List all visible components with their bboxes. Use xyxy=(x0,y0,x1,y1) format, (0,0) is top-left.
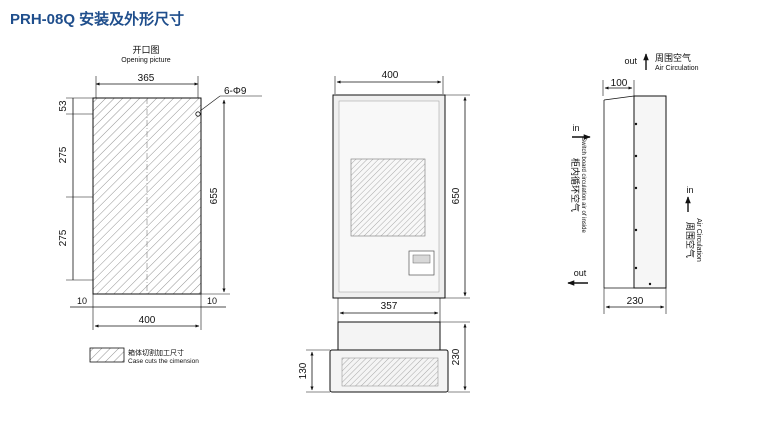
opening-cutout-area xyxy=(92,97,202,295)
opening-left-dim-3: 275 xyxy=(58,229,69,246)
side-inner-en: Switch board circulation air of inside xyxy=(580,137,586,233)
side-out-top-en: Air Circulation xyxy=(655,65,699,72)
side-in-right-label: in xyxy=(686,185,693,195)
legend-swatch xyxy=(89,347,125,363)
front-height-label: 650 xyxy=(451,187,462,204)
side-out-top-label: out xyxy=(624,56,637,66)
bottom-view: 230 130 xyxy=(298,321,470,393)
mounting-hole-marker xyxy=(195,111,201,117)
side-rivet-4 xyxy=(634,228,638,232)
side-cabinet-body xyxy=(633,95,667,289)
hole-leader-line xyxy=(199,95,221,112)
opening-left-dim-1: 53 xyxy=(58,100,69,112)
side-out-bottom-label: out xyxy=(574,268,587,278)
side-inner-cn: 柜内循环空气 xyxy=(570,158,581,212)
side-right-en: Air Circulation xyxy=(695,218,702,262)
legend-label-en: Case cuts the cimension xyxy=(128,358,199,365)
opening-title-cn: 开口图 xyxy=(132,45,159,55)
page-title: PRH-08Q 安装及外形尺寸 xyxy=(10,11,185,28)
legend-label-cn: 箱体切割加工尺寸 xyxy=(128,348,184,357)
side-rivet-2 xyxy=(634,154,638,158)
bottom-left-dim: 130 xyxy=(298,362,309,379)
opening-right-dim: 655 xyxy=(209,187,220,204)
side-right-cn: 周围空气 xyxy=(685,222,696,258)
opening-left-dim-2: 275 xyxy=(58,146,69,163)
opening-bottom-width: 400 xyxy=(139,315,156,326)
hole-label: 6-Φ9 xyxy=(224,86,247,97)
side-bottom-dim: 230 xyxy=(627,296,644,307)
side-top-edge xyxy=(603,95,635,101)
legend: 箱体切割加工尺寸 Case cuts the cimension xyxy=(89,347,199,365)
side-view: out 周围空气 Air Circulation 100 in 柜 xyxy=(567,52,702,314)
side-in-left-label: in xyxy=(572,123,579,133)
opening-view: 开口图 Opening picture 365 6-Φ9 53 275 275 xyxy=(58,45,262,330)
side-top-dim: 100 xyxy=(611,78,628,89)
bottom-grille xyxy=(341,357,439,387)
front-view: 400 650 357 xyxy=(332,70,470,322)
side-rivet-5 xyxy=(634,266,638,270)
bottom-right-dim: 230 xyxy=(451,348,462,365)
opening-title-en: Opening picture xyxy=(121,57,171,64)
front-bottom-width: 357 xyxy=(381,301,398,312)
side-out-top-cn: 周围空气 xyxy=(655,52,691,63)
controller-display xyxy=(412,254,431,264)
opening-bottom-right-10: 10 xyxy=(207,296,217,306)
opening-width-label: 365 xyxy=(138,73,155,84)
side-rivet-6 xyxy=(648,282,652,286)
front-air-grille xyxy=(350,158,426,237)
side-rivet-3 xyxy=(634,186,638,190)
opening-bottom-left-10: 10 xyxy=(77,296,87,306)
front-width-label: 400 xyxy=(382,70,399,81)
bottom-upper-block xyxy=(337,321,441,351)
side-rivet-1 xyxy=(634,122,638,126)
